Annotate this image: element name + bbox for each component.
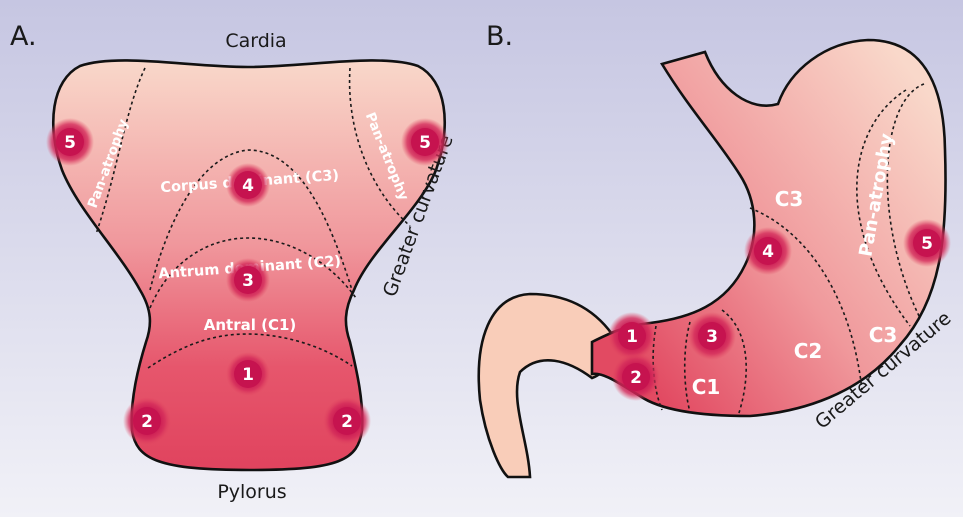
boundary-b-c1-left xyxy=(683,321,691,413)
boundary-corpus-dominant xyxy=(149,149,353,291)
svg-text:3: 3 xyxy=(706,327,718,347)
boundary-b-pan-atrophy xyxy=(886,83,925,319)
duodenum-outline xyxy=(477,292,614,479)
pylorus-label: Pylorus xyxy=(217,481,286,503)
svg-text:4: 4 xyxy=(242,176,254,196)
marker-a-2-left: 2 xyxy=(123,397,171,445)
svg-text:2: 2 xyxy=(630,368,642,388)
antral-zone-label: Antral (C1) xyxy=(204,316,297,334)
svg-text:5: 5 xyxy=(419,133,431,153)
boundary-b-c1-right xyxy=(721,309,747,417)
panel-a: A. Cardia Pylorus Antral (C1) Antrum dom… xyxy=(10,21,458,503)
svg-text:5: 5 xyxy=(64,133,76,153)
panel-b-letter: B. xyxy=(486,21,513,52)
boundary-antrum-dominant xyxy=(149,237,357,309)
svg-text:2: 2 xyxy=(341,412,353,432)
c1-zone-label: C1 xyxy=(692,375,721,399)
svg-text:4: 4 xyxy=(762,242,774,262)
cardia-label: Cardia xyxy=(225,30,286,52)
c2-zone-label: C2 xyxy=(794,339,823,363)
boundary-b-c3 xyxy=(856,89,911,327)
svg-text:5: 5 xyxy=(921,234,933,254)
svg-text:1: 1 xyxy=(242,365,254,385)
marker-a-4: 4 xyxy=(226,163,270,207)
marker-a-5-left: 5 xyxy=(46,118,94,166)
marker-a-1: 1 xyxy=(226,352,270,396)
marker-a-2-right: 2 xyxy=(323,397,371,445)
marker-b-1: 1 xyxy=(608,312,656,360)
c3-top-zone-label: C3 xyxy=(775,187,804,211)
boundary-antral xyxy=(147,333,353,369)
marker-b-4: 4 xyxy=(744,227,792,275)
panel-a-letter: A. xyxy=(10,21,37,52)
marker-b-2: 2 xyxy=(612,353,660,401)
boundary-pan-atrophy-right xyxy=(348,67,411,227)
panel-b: B. C1 C2 C3 C3 Pan-atrophy Greater curva… xyxy=(477,21,955,479)
boundary-b-pylorus xyxy=(652,325,663,411)
marker-a-5-right: 5 xyxy=(401,118,449,166)
marker-b-5: 5 xyxy=(903,219,951,267)
svg-text:1: 1 xyxy=(626,327,638,347)
boundary-pan-atrophy-left xyxy=(95,67,146,235)
c3-bottom-zone-label: C3 xyxy=(869,323,898,347)
marker-b-3: 3 xyxy=(688,312,736,360)
svg-text:2: 2 xyxy=(141,412,153,432)
boundary-b-c2 xyxy=(749,207,863,391)
marker-a-3: 3 xyxy=(226,258,270,302)
svg-text:3: 3 xyxy=(242,271,254,291)
